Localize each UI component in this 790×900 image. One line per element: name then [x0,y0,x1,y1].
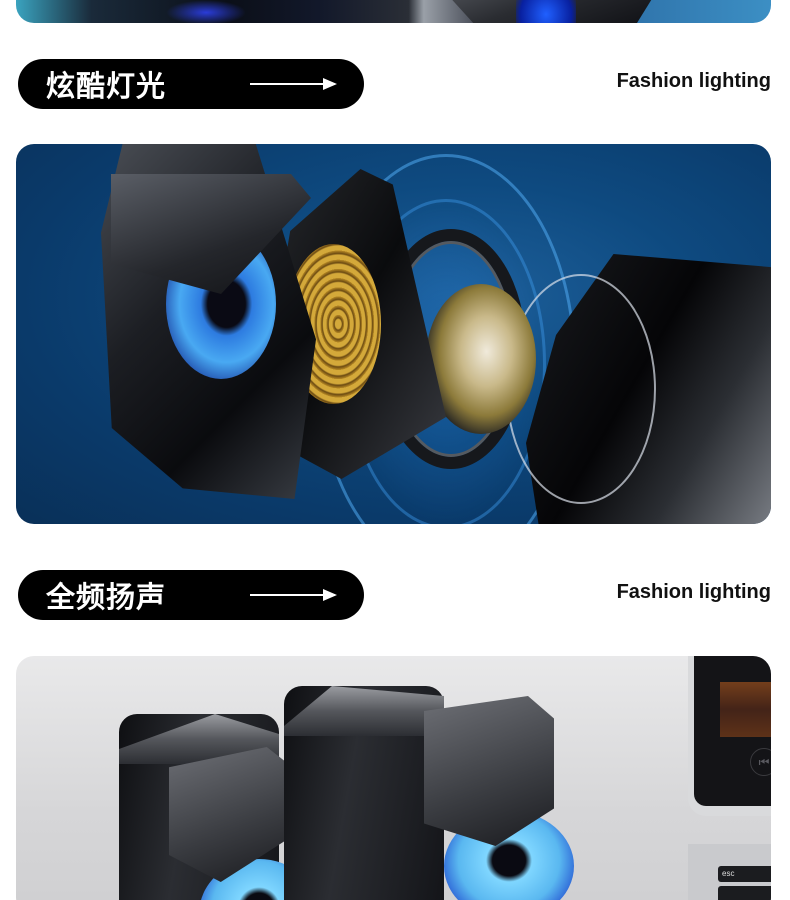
section-subtitle: Fashion lighting [616,581,771,603]
keyboard-key [718,886,771,900]
speaker-blue-light [516,0,576,23]
right-arrow-icon [250,589,337,601]
exploded-speaker-image [16,144,771,524]
left-speaker [119,714,319,900]
album-art [720,682,771,737]
section-title: 炫酷灯光 [46,69,167,103]
speaker-top [284,686,444,736]
speaker-brow-cover [424,696,554,846]
laptop-screen: ⏮ [688,656,771,816]
blue-glow [166,0,246,23]
laptop: ⏮ esc [688,656,771,900]
previous-track-icon: ⏮ [750,748,771,776]
esc-key: esc [718,866,771,882]
product-image-top [16,0,771,23]
right-arrow-icon [250,78,337,90]
section-banner-full-range: 全频扬声 [18,570,364,620]
section-banner-cool-lighting: 炫酷灯光 [18,59,364,109]
section-title: 全频扬声 [46,580,167,614]
laptop-keyboard: esc [688,844,771,900]
speakers-product-image: ⏮ esc [16,656,771,900]
speaker-magnet [426,284,536,434]
section-subtitle: Fashion lighting [616,70,771,92]
right-speaker [284,686,574,900]
laptop-display: ⏮ [694,656,771,806]
